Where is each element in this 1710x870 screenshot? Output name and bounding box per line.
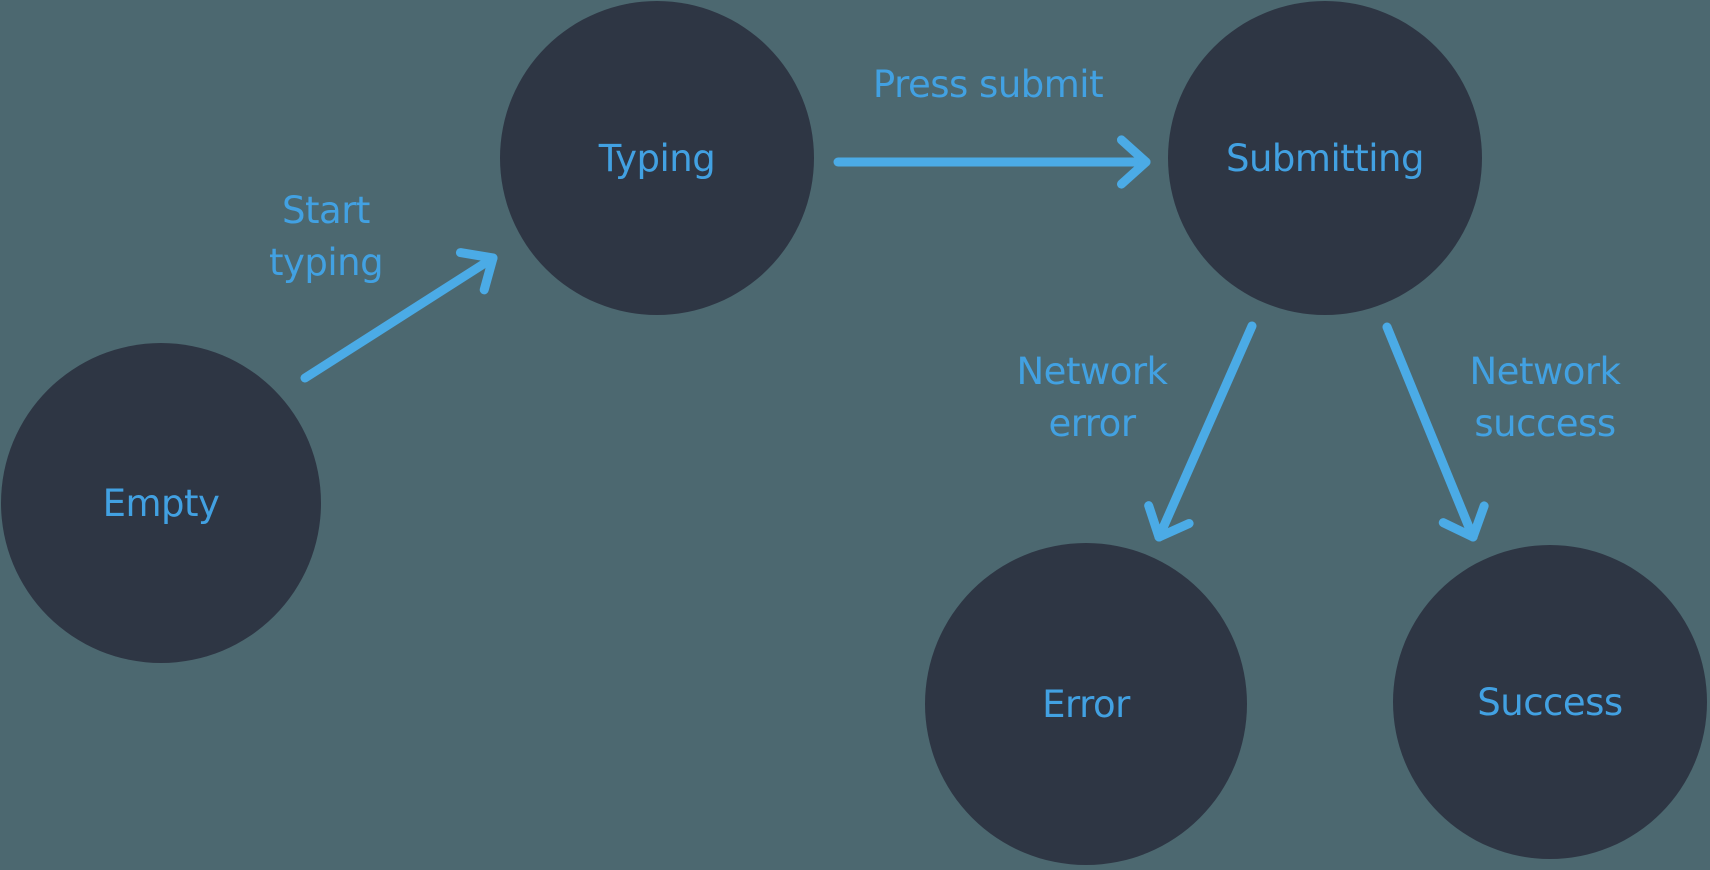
arrowhead-icon: [1438, 501, 1489, 542]
arrowhead-icon: [1144, 501, 1194, 542]
transition-arrow-network-success: [1382, 322, 1489, 542]
arrowhead-icon: [1116, 135, 1151, 189]
arrow-shaft: [300, 253, 498, 383]
transition-arrow-network-error: [1144, 321, 1257, 542]
transition-arrow-start-typing: [300, 248, 498, 383]
arrowhead-icon: [455, 248, 498, 295]
arrow-shaft: [1382, 322, 1478, 542]
arrow-shaft: [1154, 321, 1257, 542]
transition-arrow-press-submit: [833, 135, 1151, 189]
